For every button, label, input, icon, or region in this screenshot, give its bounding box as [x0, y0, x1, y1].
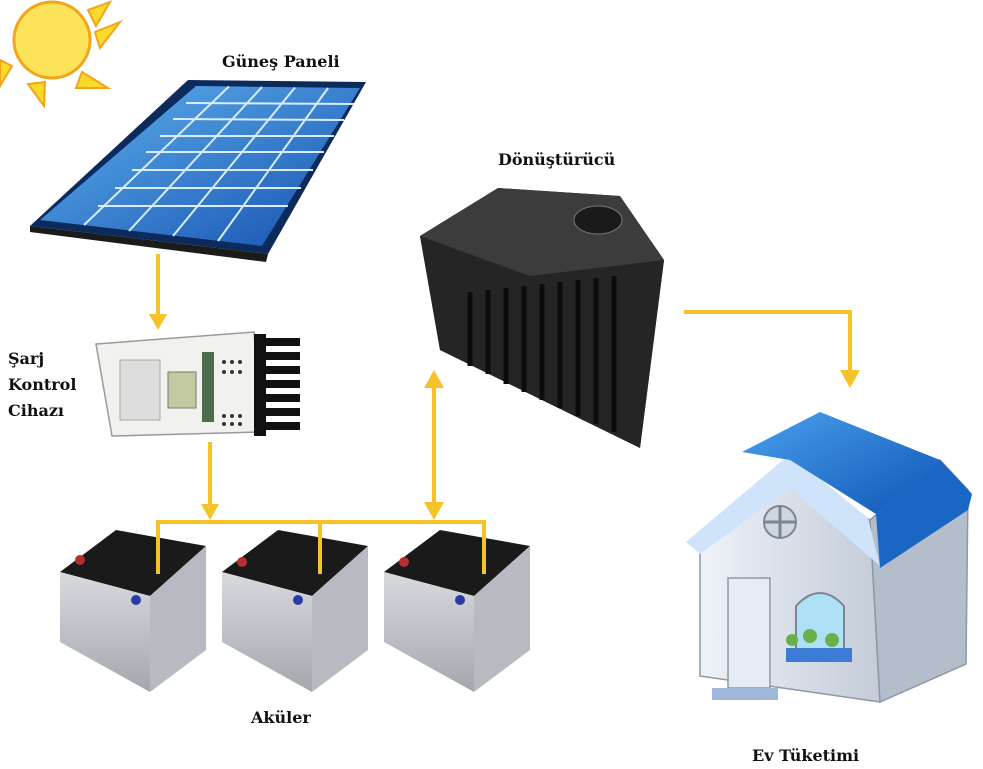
inverter-icon — [420, 188, 664, 448]
house-icon — [686, 412, 972, 704]
battery-icon — [222, 530, 368, 692]
arrow-down-from-inverter — [424, 502, 444, 520]
battery-icon — [384, 530, 530, 692]
inverter-label: Dönüştürücü — [498, 150, 616, 169]
charge-controller-label-line-1: Şarj — [8, 349, 45, 368]
battery-icon — [60, 530, 206, 692]
batteries-label: Aküler — [251, 708, 311, 727]
arrow-down-to-batteries — [201, 504, 219, 520]
sun-icon — [0, 0, 124, 109]
charge-controller-label: Şarj Kontrol Cihazı — [8, 346, 76, 424]
charge-controller-icon — [95, 331, 300, 437]
arrow-down-to-controller — [149, 314, 167, 330]
home-consumption-label: Ev Tüketimi — [752, 746, 860, 765]
arrowheads — [149, 314, 860, 520]
solar-panel-label: Güneş Paneli — [222, 52, 340, 71]
connector-lines — [156, 254, 852, 574]
arrow-down-to-house — [840, 370, 860, 388]
solar-panel-icon — [30, 80, 366, 262]
charge-controller-label-line-2: Kontrol — [8, 375, 77, 394]
arrow-up-to-inverter — [424, 370, 444, 388]
charge-controller-label-line-3: Cihazı — [8, 401, 64, 420]
